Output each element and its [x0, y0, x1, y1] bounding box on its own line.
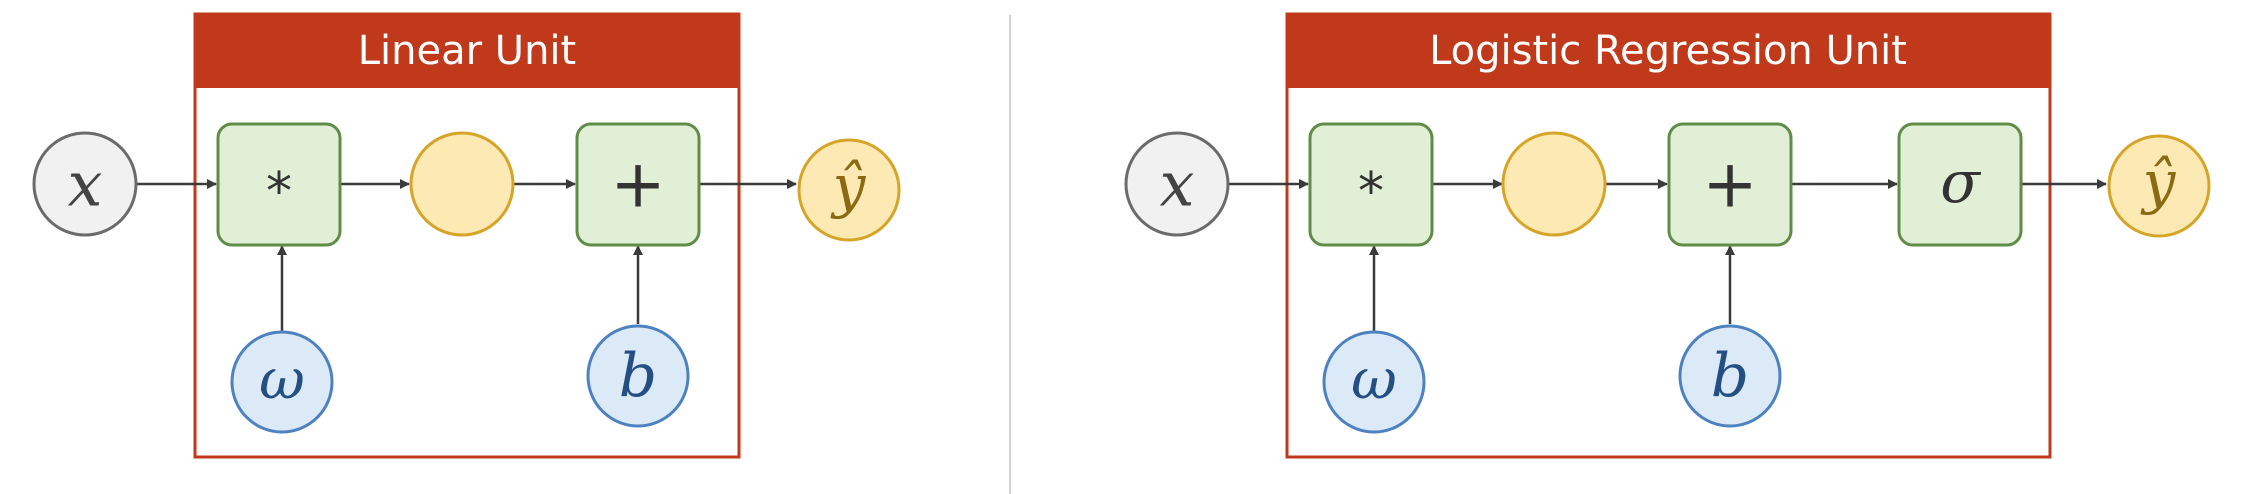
linear-unit-title-bar	[195, 14, 739, 88]
multiply-label: *	[266, 162, 292, 222]
output-label: ŷ	[830, 152, 867, 220]
intermediate-node	[1501, 131, 1607, 237]
output-node: ŷ	[797, 138, 901, 242]
input-node: x	[32, 131, 138, 237]
weight-node: ω	[1322, 330, 1426, 434]
weight-node: ω	[230, 330, 334, 434]
output-node: ŷ	[2107, 134, 2211, 238]
bias-label: b	[1711, 341, 1749, 411]
linear-unit-title: Linear Unit	[358, 28, 576, 74]
intermediate-node	[409, 131, 515, 237]
weight-label: ω	[1351, 348, 1397, 413]
weight-label: ω	[259, 348, 305, 413]
input-label: x	[68, 148, 103, 221]
input-node: x	[1124, 131, 1230, 237]
bias-node: b	[586, 324, 690, 428]
multiply-node: *	[216, 122, 342, 247]
input-label: x	[1160, 148, 1195, 221]
add-label: +	[1702, 146, 1757, 223]
logistic-unit-title-bar	[1287, 14, 2050, 88]
linear-unit-panel: Linear Unit x * + ω	[32, 12, 901, 459]
multiply-label: *	[1358, 162, 1384, 222]
sigma-label: σ	[1940, 148, 1981, 216]
output-label: ŷ	[2140, 148, 2177, 216]
logistic-unit-panel: Logistic Regression Unit x * + σ	[1124, 12, 2211, 459]
multiply-node: *	[1308, 122, 1434, 247]
add-node: +	[1667, 122, 1793, 247]
sigma-node: σ	[1897, 122, 2023, 247]
bias-label: b	[619, 341, 657, 411]
logistic-unit-title: Logistic Regression Unit	[1429, 28, 1907, 74]
bias-node: b	[1678, 324, 1782, 428]
add-label: +	[610, 146, 665, 223]
add-node: +	[575, 122, 701, 247]
